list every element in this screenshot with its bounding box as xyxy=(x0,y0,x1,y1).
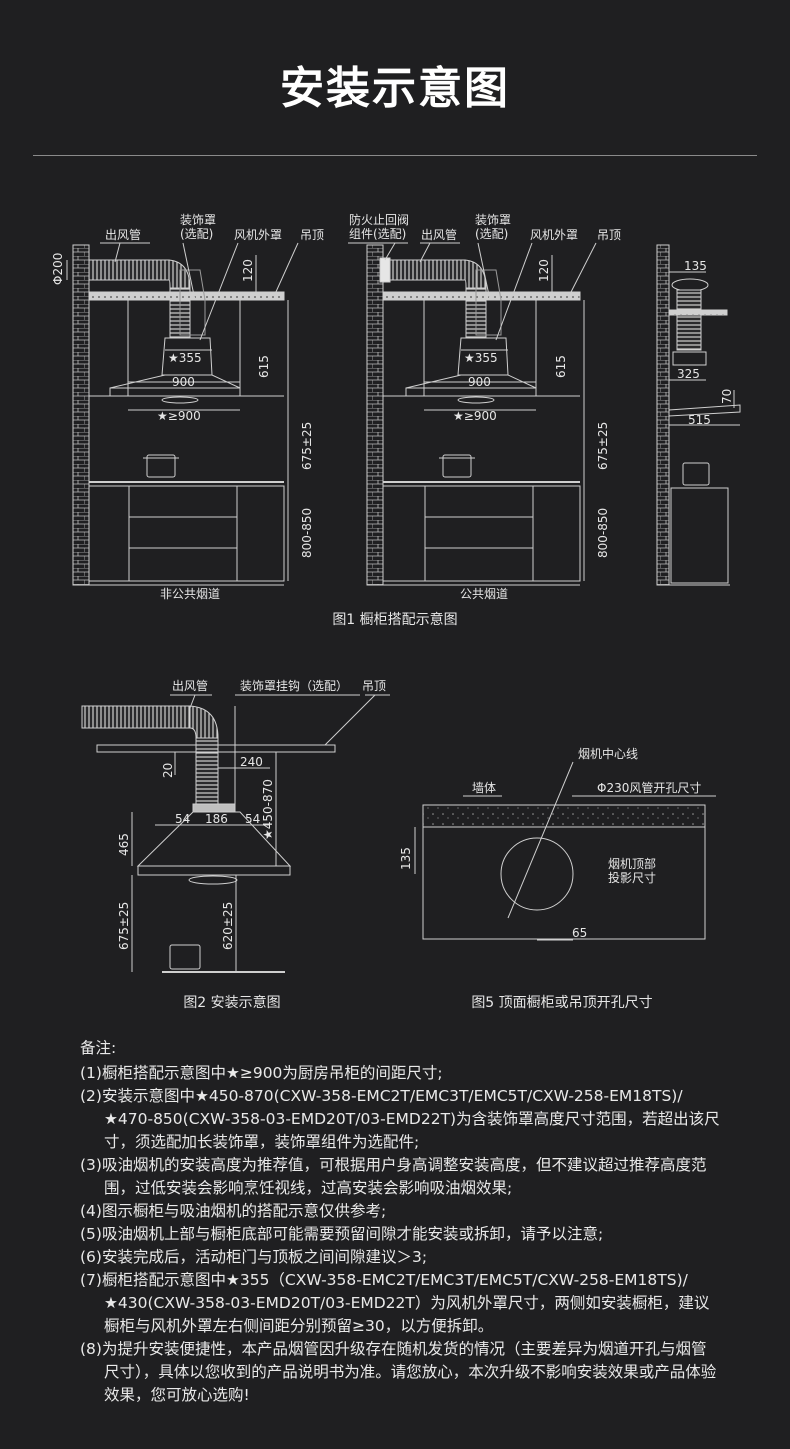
dim-gap-900: ★≥900 xyxy=(157,409,201,423)
deco-cover-label: 装饰罩(选配) xyxy=(180,213,216,241)
fig5-dim-65: 65 xyxy=(572,926,587,940)
note-item: (1)橱柜搭配示意图中★≥900为厨房吊柜的间距尺寸; xyxy=(80,1064,443,1082)
note-item: (5)吸油烟机上部与橱柜底部可能需要预留间隙才能安装或拆卸，请予以注意; xyxy=(80,1225,604,1243)
dim-side-70: 70 xyxy=(720,389,734,404)
dim-side-325: 325 xyxy=(677,367,700,381)
fig1-left-subtitle: 非公共烟道 xyxy=(160,587,220,601)
fig2-dim-54a: 54 xyxy=(175,812,190,826)
notes-section: 备注: (1)橱柜搭配示意图中★≥900为厨房吊柜的间距尺寸; (2)安装示意图… xyxy=(80,1037,720,1407)
fire-valve-label: 防火止回阀组件(选配) xyxy=(349,212,409,241)
fig1-caption: 图1 橱柜搭配示意图 xyxy=(332,611,457,628)
note-item: (8)为提升安装便捷性，本产品烟管因升级存在随机发货的情况（主要差异为烟道开孔与… xyxy=(80,1340,717,1404)
dim-615: 615 xyxy=(257,355,271,378)
installation-diagrams: 出风管 装饰罩(选配) 风机外罩 吊顶 Φ200 120 ★355 615 90… xyxy=(51,212,741,1011)
dim-side-135: 135 xyxy=(684,259,707,273)
outlet-pipe-label-2: 出风管 xyxy=(421,227,457,242)
page-title: 安装示意图 xyxy=(280,63,510,114)
dim-900-2: 900 xyxy=(468,375,491,389)
dim-900: 900 xyxy=(172,375,195,389)
fig1-right-diagram xyxy=(348,242,597,586)
title-divider xyxy=(33,155,757,156)
dim-355-2: ★355 xyxy=(464,351,498,365)
note-item: (2)安装示意图中★450-870(CXW-358-EMC2T/EMC3T/EM… xyxy=(80,1087,720,1151)
fig1-left-diagram xyxy=(66,242,299,586)
ceiling-label: 吊顶 xyxy=(300,228,324,242)
dim-gap-900-2: ★≥900 xyxy=(453,409,497,423)
dim-675-2: 675±25 xyxy=(596,422,610,470)
fig2-ceiling-label: 吊顶 xyxy=(362,679,386,693)
fig2-outlet-label: 出风管 xyxy=(172,678,208,693)
fig5-center-label: 烟机中心线 xyxy=(578,746,638,761)
fig5-hole-label: Φ230风管开孔尺寸 xyxy=(597,780,701,795)
fig2-hook-label: 装饰罩挂钩（选配） xyxy=(240,679,348,693)
dim-side-515: 515 xyxy=(688,413,711,427)
fig1-side-diagram xyxy=(656,244,741,586)
fig2-dim-450: ★450-870 xyxy=(261,779,275,840)
dim-355: ★355 xyxy=(168,351,202,365)
deco-cover-label-2: 装饰罩(选配) xyxy=(475,213,511,241)
fig2-dim-240: 240 xyxy=(240,755,263,769)
fig1-left-labels: 出风管 装饰罩(选配) 风机外罩 吊顶 Φ200 120 ★355 615 90… xyxy=(51,213,324,601)
fig2-dim-54b: 54 xyxy=(245,812,260,826)
dim-120-2: 120 xyxy=(537,259,551,282)
fig2-dim-186: 186 xyxy=(205,812,228,826)
note-item: (4)图示橱柜与吸油烟机的搭配示意仅供参考; xyxy=(80,1202,387,1220)
pipe-diameter-dim: Φ200 xyxy=(51,253,65,285)
fig2-dim-620: 620±25 xyxy=(221,902,235,950)
fig5-proj-label: 烟机顶部投影尺寸 xyxy=(608,856,656,885)
fig1-right-labels: 防火止回阀组件(选配) 出风管 装饰罩(选配) 风机外罩 吊顶 120 ★355… xyxy=(349,212,621,601)
dim-120: 120 xyxy=(241,259,255,282)
fig2-dim-465: 465 xyxy=(117,833,131,856)
fig2-dim-20: 20 xyxy=(161,763,175,778)
fig2-labels: 出风管 装饰罩挂钩（选配） 吊顶 20 240 ★450-870 54 186 … xyxy=(117,678,386,950)
note-item: (3)吸油烟机的安装高度为推荐值，可根据用户身高调整安装高度，但不建议超过推荐高… xyxy=(80,1156,707,1197)
outlet-pipe-label: 出风管 xyxy=(105,227,141,242)
fig5-wall-label: 墙体 xyxy=(472,781,496,795)
dim-615-2: 615 xyxy=(554,355,568,378)
fig2-diagram xyxy=(81,694,390,973)
dim-675: 675±25 xyxy=(300,422,314,470)
fig5-dim-135: 135 xyxy=(399,847,413,870)
fig5-labels: 烟机中心线 墙体 Φ230风管开孔尺寸 烟机顶部投影尺寸 135 65 xyxy=(399,746,701,940)
fig2-caption: 图2 安装示意图 xyxy=(183,994,280,1011)
note-item: (6)安装完成后，活动柜门与顶板之间间隙建议＞3; xyxy=(80,1248,428,1266)
fig5-diagram xyxy=(414,761,716,941)
fig5-caption: 图5 顶面橱柜或吊顶开孔尺寸 xyxy=(471,995,652,1011)
fig1-right-subtitle: 公共烟道 xyxy=(460,587,508,601)
fig1-side-labels: 135 325 70 515 xyxy=(677,259,734,427)
notes-title: 备注: xyxy=(80,1039,117,1057)
dim-800: 800-850 xyxy=(300,508,314,558)
fig2-dim-675: 675±25 xyxy=(117,902,131,950)
ceiling-label-2: 吊顶 xyxy=(597,228,621,242)
fan-cover-label: 风机外罩 xyxy=(234,228,282,242)
note-item: (7)橱柜搭配示意图中★355（CXW-358-EMC2T/EMC3T/EMC5… xyxy=(80,1271,710,1335)
dim-800-2: 800-850 xyxy=(596,508,610,558)
fan-cover-label-2: 风机外罩 xyxy=(530,228,578,242)
